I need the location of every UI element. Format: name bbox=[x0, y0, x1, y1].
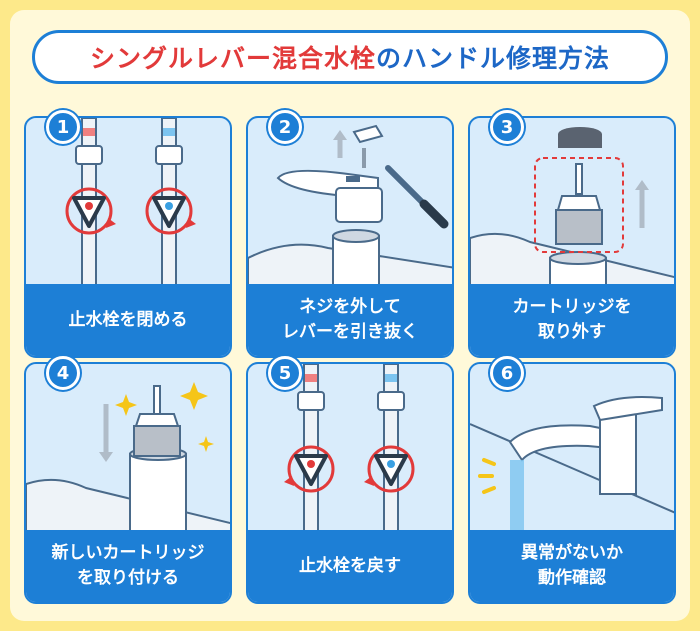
step-number-badge: 6 bbox=[490, 356, 524, 390]
step-label: 異常がないか 動作確認 bbox=[470, 530, 674, 602]
step-card-3: カートリッジを 取り外す bbox=[468, 116, 676, 358]
remove-cartridge-illustration bbox=[470, 127, 674, 288]
step-card-1: 止水栓を閉める bbox=[24, 116, 232, 358]
step-number-badge: 3 bbox=[490, 110, 524, 144]
step-number-badge: 4 bbox=[46, 356, 80, 390]
step-number-badge: 1 bbox=[46, 110, 80, 144]
title-part-red: シングルレバー混合水栓 bbox=[89, 44, 376, 73]
page-title: シングルレバー混合水栓のハンドル修理方法 bbox=[32, 30, 668, 84]
open-valves-illustration bbox=[284, 364, 415, 534]
step-card-4: 新しいカートリッジ を取り付ける bbox=[24, 362, 232, 604]
shutoff-valves-illustration bbox=[65, 118, 196, 288]
step-label: 止水栓を閉める bbox=[26, 284, 230, 356]
step-card-5: 止水栓を戻す bbox=[246, 362, 454, 604]
step-label: 新しいカートリッジ を取り付ける bbox=[26, 530, 230, 602]
step-number-badge: 5 bbox=[268, 356, 302, 390]
remove-lever-illustration bbox=[248, 124, 452, 288]
step-label: 止水栓を戻す bbox=[248, 530, 452, 602]
step-number-badge: 2 bbox=[268, 110, 302, 144]
step-card-6: 異常がないか 動作確認 bbox=[468, 362, 676, 604]
step-label: カートリッジを 取り外す bbox=[470, 284, 674, 356]
step-label: ネジを外して レバーを引き抜く bbox=[248, 284, 452, 356]
step-card-2: ネジを外して レバーを引き抜く bbox=[246, 116, 454, 358]
test-faucet-illustration bbox=[470, 396, 674, 534]
install-cartridge-illustration bbox=[26, 382, 230, 534]
title-part-blue: のハンドル修理方法 bbox=[376, 44, 611, 73]
